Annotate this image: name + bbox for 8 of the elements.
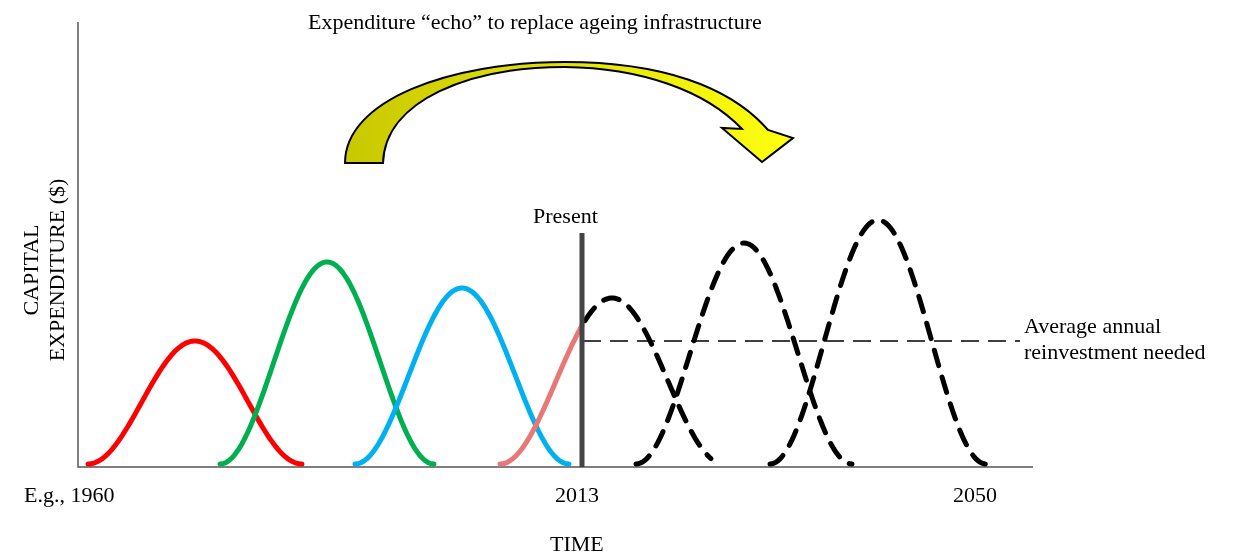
axis-title: TIME [550,531,604,556]
arrow-caption: Expenditure “echo” to replace ageing infrastructure [308,9,762,35]
axis-title: CAPITAL EXPENDITURE ($) [18,177,70,364]
marker-label: Present [533,203,598,229]
line-label: Average annual reinvestment needed [1024,313,1207,365]
tick-label: 2013 [555,482,599,508]
tick-label: E.g., 1960 [24,482,115,508]
tick-label: 2050 [953,482,997,508]
